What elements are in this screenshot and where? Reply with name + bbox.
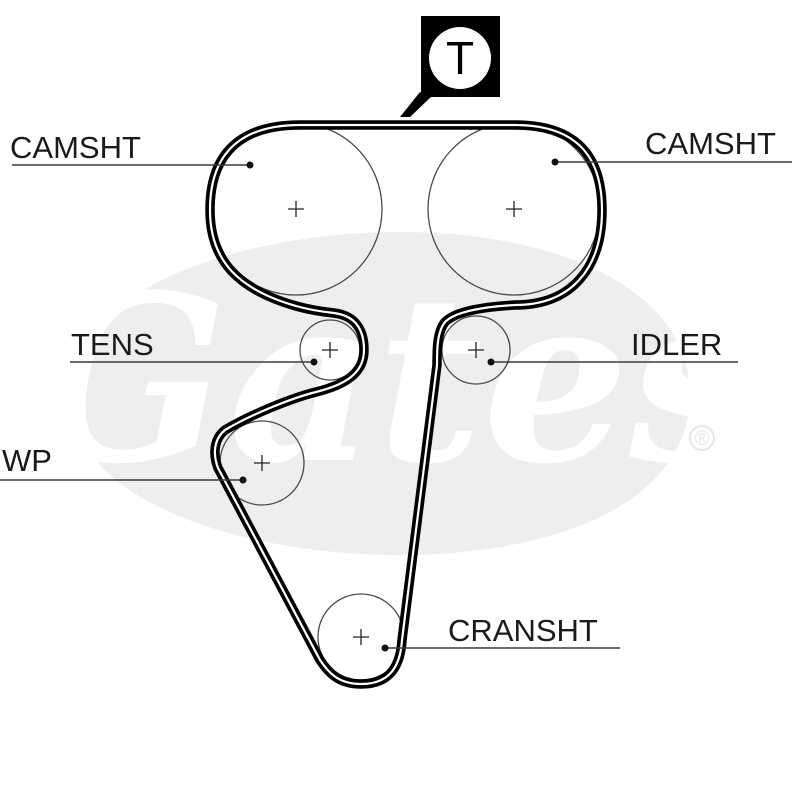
tensioner-dot: [310, 358, 318, 366]
crankshaft-center-mark: [353, 629, 369, 645]
idler-dot: [487, 358, 495, 366]
watermark-brand-text: Gates: [31, 245, 759, 515]
water-pump-center-mark: [254, 455, 270, 471]
camshaft-right-center-mark: [506, 201, 522, 217]
pulley-labels: CAMSHT CAMSHT TENS IDLER WP CRANSHT: [2, 126, 776, 648]
tensioner-tag: T: [400, 16, 500, 117]
water-pump-dot: [239, 476, 247, 484]
watermark-registered-mark: [689, 425, 715, 451]
belt-center-line: [208, 123, 604, 686]
tag-callout-pointer: [400, 92, 432, 117]
camshaft-left-dot: [246, 161, 254, 169]
timing-belt: [205, 120, 607, 689]
pulley-center-marks: [254, 201, 522, 645]
watermark-registered-symbol: ®: [695, 428, 710, 450]
gates-watermark: Gates ®: [31, 232, 759, 555]
leader-lines: [0, 161, 792, 649]
idler-center-mark: [468, 342, 484, 358]
camshaft-right-label: CAMSHT: [645, 126, 776, 161]
camshaft-right-dot: [551, 158, 559, 166]
tensioner-label: TENS: [71, 327, 154, 362]
crankshaft-dot: [381, 644, 389, 652]
idler-label: IDLER: [631, 327, 722, 362]
tag-circle: [429, 27, 491, 89]
camshaft-left-center-mark: [288, 201, 304, 217]
leader-dots: [239, 158, 559, 652]
water-pump-label: WP: [2, 443, 52, 478]
tensioner-center-mark: [322, 342, 338, 358]
crankshaft-label: CRANSHT: [448, 613, 598, 648]
tag-letter: T: [446, 32, 474, 84]
camshaft-left-label: CAMSHT: [10, 130, 141, 165]
